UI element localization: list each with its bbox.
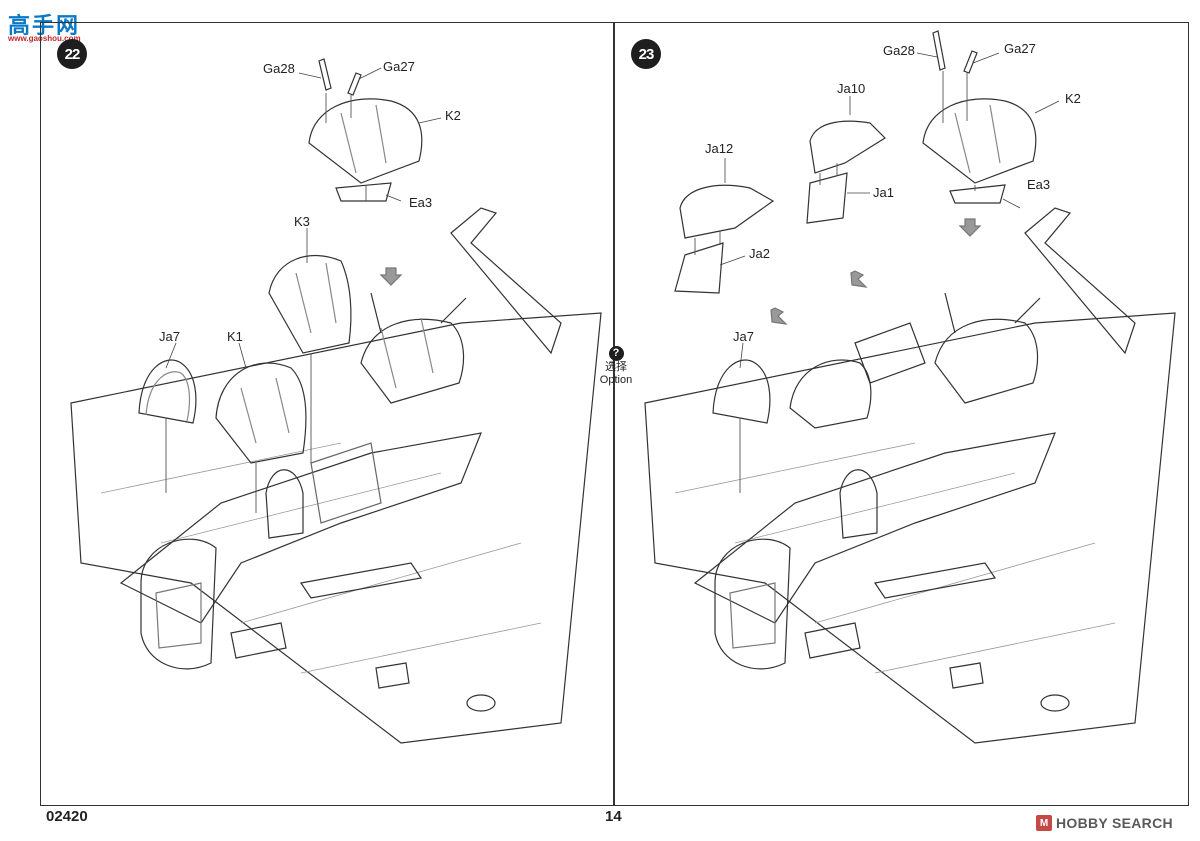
label-k1: K1: [227, 329, 243, 344]
fuselage: [119, 432, 482, 624]
page-number: 14: [605, 808, 622, 825]
site-logo-text: 高手网: [8, 13, 81, 38]
part-rear-canopy: [360, 318, 465, 404]
label-ga28: Ga28: [263, 61, 295, 76]
part-ja7: [138, 359, 197, 424]
tail-fin: [450, 207, 562, 355]
wing-outline: [644, 312, 1176, 744]
label-ea3: Ea3: [409, 195, 432, 210]
wing-outline: [70, 312, 602, 744]
label-ja7: Ja7: [159, 329, 180, 344]
question-icon: ?: [608, 346, 624, 361]
label-k3: K3: [294, 214, 310, 229]
label-ja7: Ja7: [733, 329, 754, 344]
part-ga27: [347, 72, 362, 96]
label-ja10: Ja10: [837, 81, 865, 96]
wing-panel: [299, 562, 423, 599]
part-ga28: [318, 58, 332, 91]
part-ea3: [949, 184, 1006, 204]
label-ga27: Ga27: [383, 59, 415, 74]
fuselage: [693, 432, 1056, 624]
site-logo-url: www.gaoshou.com: [8, 34, 81, 43]
hobby-search-watermark: M HOBBY SEARCH: [1036, 814, 1173, 832]
label-ga28: Ga28: [883, 43, 915, 58]
label-ga27: Ga27: [1004, 41, 1036, 56]
part-ja10: [809, 120, 886, 174]
label-k2: K2: [445, 108, 461, 123]
part-open-canopy: [789, 359, 872, 429]
part-k2: [308, 98, 423, 184]
part-ja7: [712, 359, 771, 424]
step-22-panel: 22: [40, 22, 614, 806]
step-number-badge: 22: [57, 39, 87, 69]
part-ga27: [963, 50, 978, 74]
label-ea3: Ea3: [1027, 177, 1050, 192]
hobby-search-logo-icon: M: [1036, 815, 1052, 831]
label-ja12: Ja12: [705, 141, 733, 156]
engine-nose: [714, 538, 791, 670]
step-number-badge: 23: [631, 39, 661, 69]
watermark-text: HOBBY SEARCH: [1056, 815, 1173, 831]
part-open-canopy-hatch: [854, 322, 926, 384]
seat-armor: [839, 469, 878, 539]
part-k3: [268, 254, 352, 354]
product-code: 02420: [46, 808, 88, 825]
option-marker: ? 选择 Option: [592, 346, 640, 387]
step-22-drawing: Ga28 Ga27 K2 Ea3 K3 Ja7 K1: [70, 58, 602, 744]
part-ja2: [674, 242, 724, 294]
part-ea3: [335, 182, 392, 202]
part-k1: [215, 362, 307, 464]
option-label-en: Option: [599, 374, 633, 386]
label-ja2: Ja2: [749, 246, 770, 261]
label-ja1: Ja1: [873, 185, 894, 200]
part-k2: [922, 98, 1037, 184]
part-ja1: [806, 172, 848, 224]
step-23-panel: 23: [614, 22, 1189, 806]
tail-fin: [1024, 207, 1136, 355]
part-ja12: [679, 184, 775, 239]
label-k2: K2: [1065, 91, 1081, 106]
wing-panel: [873, 562, 997, 599]
engine-nose: [140, 538, 217, 670]
step-23-drawing: Ga28 Ga27 K2 Ea3 Ja10 Ja12 Ja1 Ja2 Ja7: [644, 30, 1176, 744]
part-rear-canopy: [934, 318, 1039, 404]
part-ga28: [932, 30, 946, 71]
option-label-cn: 选择: [605, 361, 627, 373]
site-logo[interactable]: 高手网 www.gaoshou.com: [4, 4, 82, 43]
seat-armor: [265, 469, 304, 539]
